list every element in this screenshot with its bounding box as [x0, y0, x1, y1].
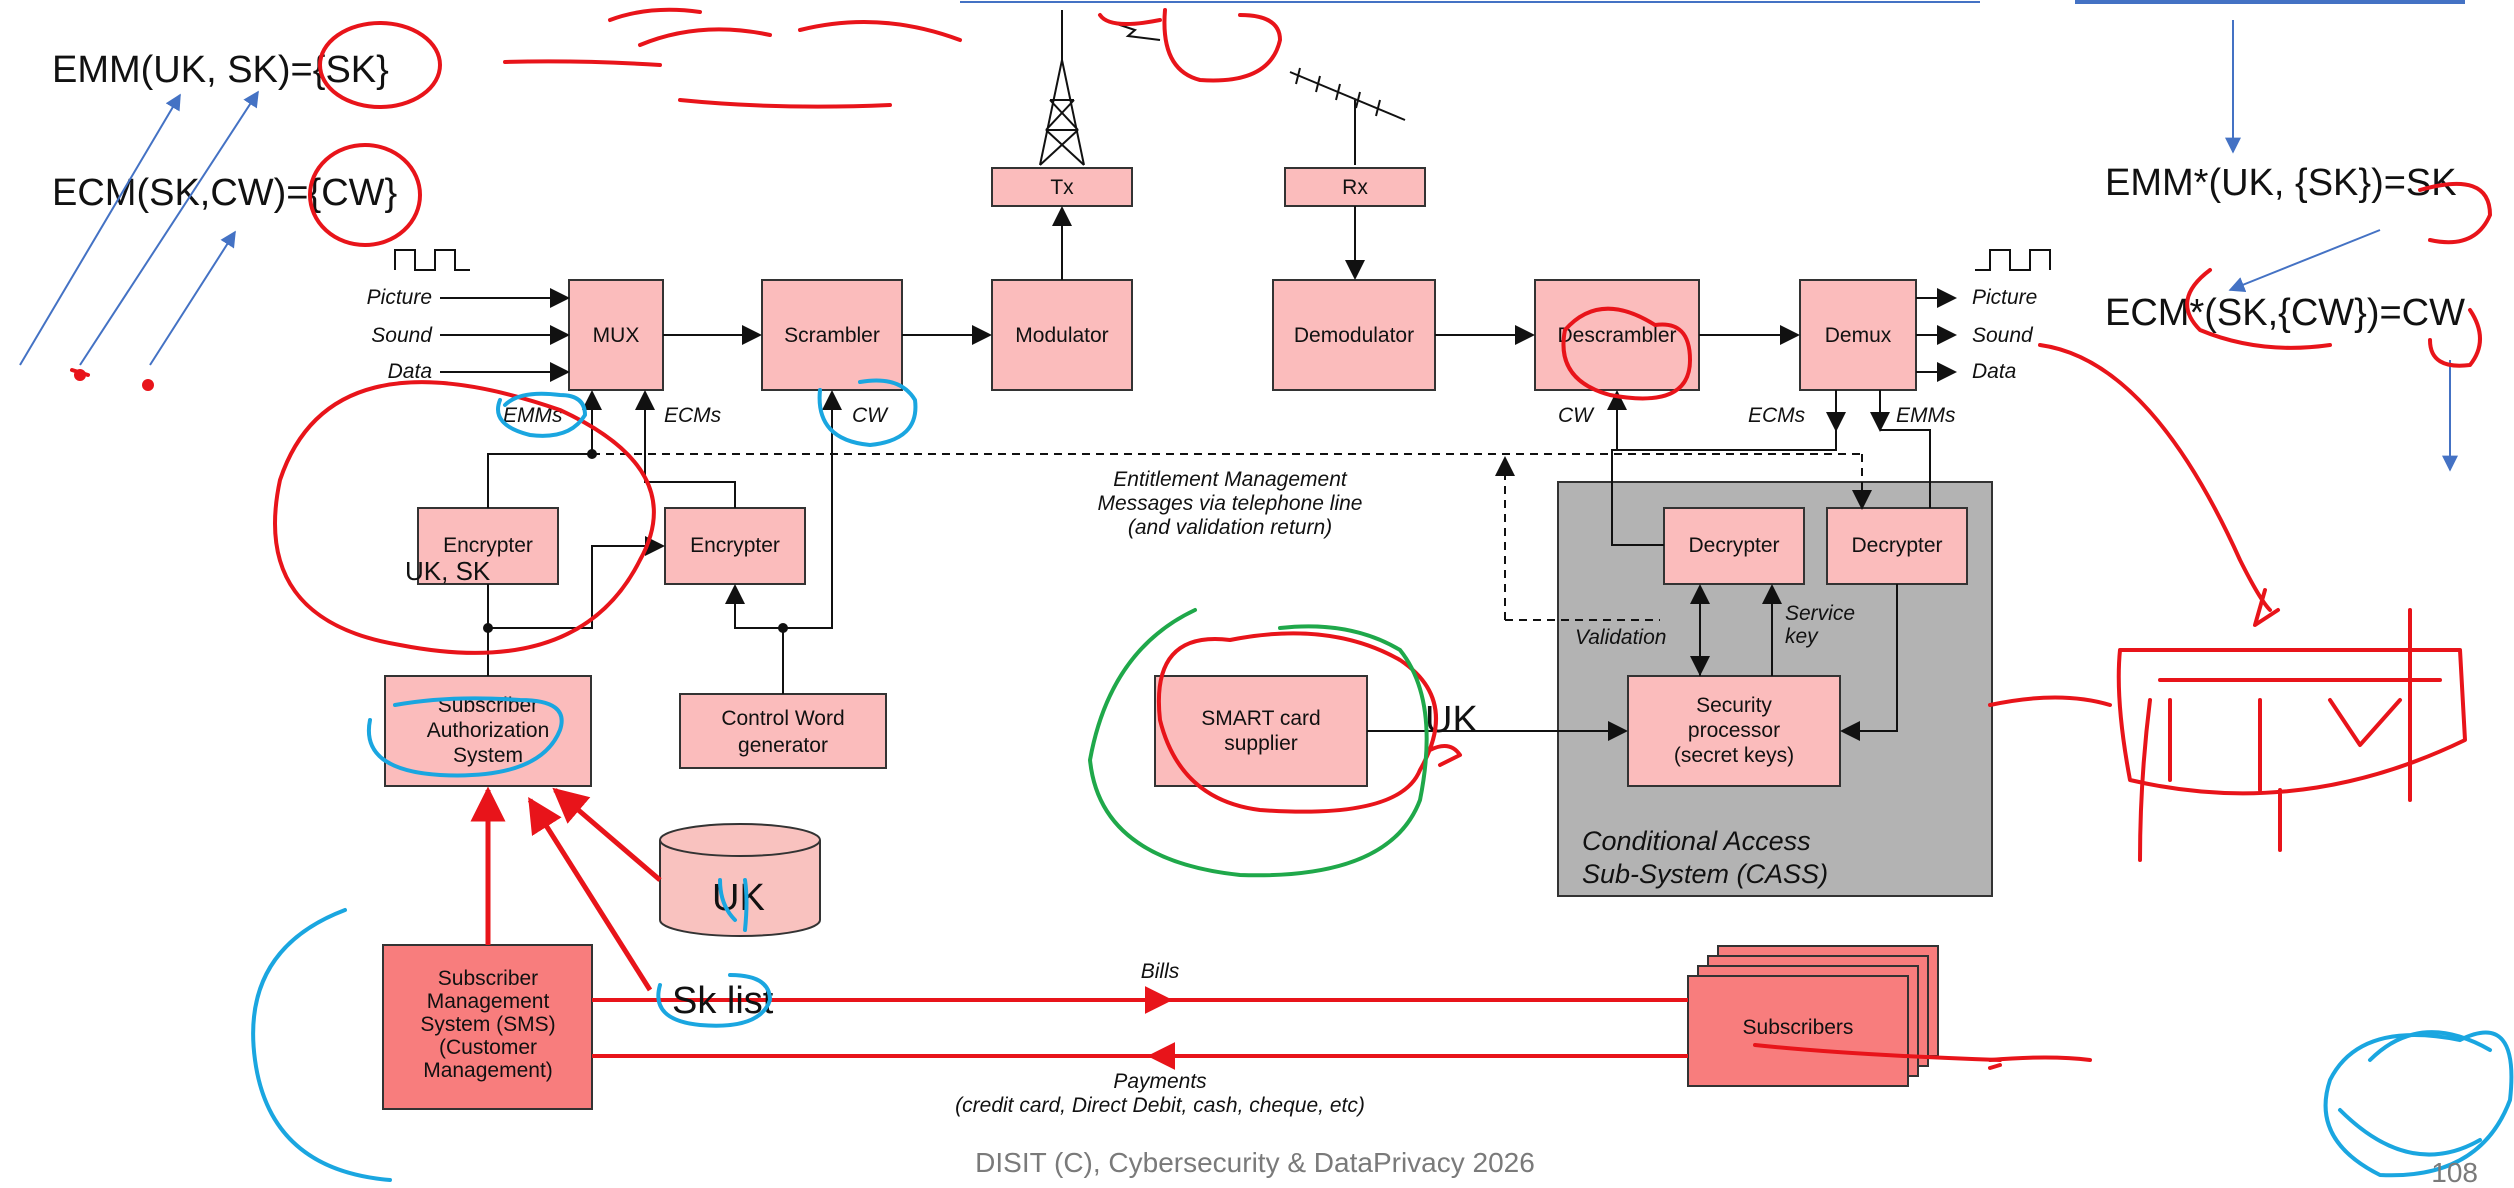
cass-line-1: Conditional Access: [1582, 826, 1811, 856]
page-number: 108: [2431, 1157, 2478, 1188]
output-picture-label: Picture: [1972, 286, 2037, 309]
green-handwriting: [1087, 608, 1429, 878]
emms-right-label: EMMs: [1896, 404, 1956, 427]
demodulator-label: Demodulator: [1294, 324, 1414, 347]
cw-gen-line-2: generator: [738, 734, 828, 757]
security-line-3: (secret keys): [1674, 744, 1794, 767]
emm-note: EMM(UK, SK)={SK}: [52, 49, 389, 91]
decrypter-right-box: Decrypter: [1826, 507, 1968, 585]
rx-label: Rx: [1342, 176, 1368, 199]
sas-line-2: Authorization: [427, 719, 550, 742]
demux-box: Demux: [1799, 279, 1917, 391]
payments-line-1: Payments: [1113, 1070, 1207, 1093]
input-sound-label: Sound: [371, 324, 433, 347]
rx-box: Rx: [1284, 167, 1426, 207]
receive-antenna-icon: [1289, 67, 1406, 165]
input-picture-label: Picture: [367, 286, 432, 309]
uk-sk-note: UK, SK: [405, 556, 491, 586]
tx-label: Tx: [1050, 176, 1074, 199]
emms-left-label: EMMs: [503, 404, 563, 427]
encrypter-right-label: Encrypter: [690, 534, 780, 557]
security-line-1: Security: [1696, 694, 1772, 717]
billing-flow-lines: [470, 786, 1688, 1070]
smart-card-supplier-box: SMART card supplier: [1154, 675, 1368, 787]
entitlement-dashed-lines: [592, 453, 1872, 621]
sas-line-3: System: [453, 744, 523, 767]
ecm-star-note: ECM*(SK,{CW})=CW: [2105, 292, 2465, 334]
footer-text: DISIT (C), Cybersecurity & DataPrivacy 2…: [975, 1147, 1535, 1178]
smart-line-1: SMART card: [1201, 707, 1320, 730]
sms-line-2: Management: [427, 990, 550, 1013]
cw-right-label: CW: [1558, 404, 1595, 427]
transmit-tower-icon: [1039, 10, 1085, 166]
decrypter-left-box: Decrypter: [1663, 507, 1805, 585]
ecms-left-label: ECMs: [664, 404, 722, 427]
sms-line-5: Management): [423, 1059, 553, 1082]
decrypter-left-label: Decrypter: [1688, 534, 1779, 557]
modulator-box: Modulator: [991, 279, 1133, 391]
signal-wave-icon: [394, 249, 470, 271]
demodulator-box: Demodulator: [1272, 279, 1436, 391]
scrambler-label: Scrambler: [784, 324, 880, 347]
modulator-label: Modulator: [1015, 324, 1108, 347]
sms-line-1: Subscriber: [438, 967, 538, 990]
subscribers-label: Subscribers: [1743, 1016, 1854, 1039]
slide-arrows: [19, 20, 2458, 472]
smart-line-2: supplier: [1224, 732, 1298, 755]
uk-database-icon: [659, 823, 821, 937]
ecm-note: ECM(SK,CW)={CW}: [52, 172, 397, 214]
security-processor-box: Security processor (secret keys): [1627, 675, 1841, 787]
scrambler-box: Scrambler: [761, 279, 903, 391]
output-data-label: Data: [1972, 360, 2016, 383]
tx-box: Tx: [991, 167, 1133, 207]
encrypter-left-label: Encrypter: [443, 534, 533, 557]
security-line-2: processor: [1688, 719, 1780, 742]
signal-wave-icon-out: [1975, 249, 2051, 271]
input-data-label: Data: [388, 360, 432, 383]
ecms-right-label: ECMs: [1748, 404, 1806, 427]
sms-line-3: System (SMS): [420, 1013, 555, 1036]
service-key-line-1: Service: [1785, 602, 1855, 625]
emm-star-note: EMM*(UK, {SK})=SK: [2105, 162, 2457, 204]
blue-handwriting: [251, 378, 2514, 1182]
descrambler-box: Descrambler: [1534, 279, 1700, 391]
cw-gen-line-1: Control Word: [721, 707, 844, 730]
subscribers-stack: Subscribers: [1687, 945, 1939, 1087]
demux-label: Demux: [1825, 324, 1892, 347]
cw-left-label: CW: [852, 404, 889, 427]
encrypter-right-box: Encrypter: [664, 507, 806, 585]
service-key-line-2: key: [1785, 625, 1819, 648]
output-sound-label: Sound: [1972, 324, 2034, 347]
bills-label: Bills: [1141, 960, 1180, 983]
mux-box: MUX: [568, 279, 664, 391]
sms-line-4: (Customer: [439, 1036, 537, 1059]
entitlement-line-3: (and validation return): [1128, 516, 1332, 539]
red-handwriting: [70, 7, 2492, 1070]
sms-box: Subscriber Management System (SMS) (Cust…: [382, 944, 593, 1110]
encrypter-left-box: Encrypter: [417, 507, 559, 585]
cass-line-2: Sub-System (CASS): [1582, 859, 1828, 889]
payments-line-2: (credit card, Direct Debit, cash, cheque…: [955, 1094, 1365, 1117]
validation-label: Validation: [1575, 626, 1666, 649]
decrypter-right-label: Decrypter: [1851, 534, 1942, 557]
mux-label: MUX: [593, 324, 640, 347]
entitlement-line-2: Messages via telephone line: [1097, 492, 1362, 515]
entitlement-line-1: Entitlement Management: [1113, 468, 1348, 491]
control-word-generator-box: Control Word generator: [679, 693, 887, 769]
descrambler-label: Descrambler: [1557, 324, 1676, 347]
